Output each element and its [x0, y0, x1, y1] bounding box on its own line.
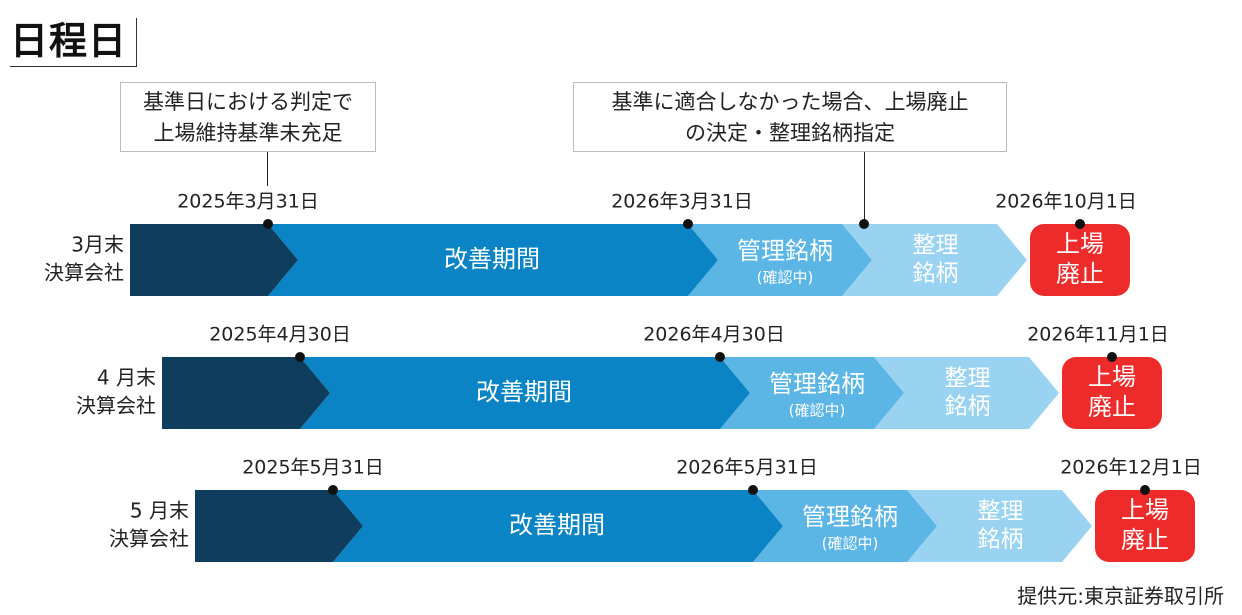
date-start-label: 2025年5月31日	[242, 457, 384, 479]
phase-kaizen-label: 改善期間	[444, 245, 540, 273]
segment-kanri-meigara	[688, 224, 872, 296]
date-marker-start	[263, 219, 273, 229]
callout-judgment-connector	[267, 152, 268, 186]
delisting-label-line2: 廃止	[1088, 393, 1136, 421]
phase-kanri-label: 管理銘柄	[737, 237, 833, 265]
segment-seiri-meigara	[842, 224, 1027, 296]
date-marker-end	[1075, 219, 1085, 229]
delisting-label-line2: 廃止	[1121, 526, 1169, 554]
phase-kanri-label: 管理銘柄	[802, 503, 898, 531]
delisting-label-line1: 上場	[1088, 363, 1136, 391]
segment-kanri-meigara	[753, 490, 937, 562]
callout-delisting-connector	[864, 152, 865, 225]
phase-seiri-label-line1: 整理	[945, 366, 991, 392]
callout-delisting: 基準に適合しなかった場合、上場廃止 の決定・整理銘柄指定	[573, 82, 1007, 152]
callout-delisting-dot	[859, 219, 869, 229]
row-label-line2: 決算会社	[109, 527, 189, 551]
segment-seiri-meigara	[874, 357, 1059, 429]
delisting-box	[1030, 224, 1130, 296]
date-marker-start	[295, 352, 305, 362]
segment-kaizen-kikan	[268, 224, 718, 296]
phase-seiri-label-line2: 銘柄	[945, 394, 991, 420]
date-mid-label: 2026年4月30日	[643, 324, 785, 346]
delisting-box	[1062, 357, 1162, 429]
phase-kanri-label: 管理銘柄	[769, 370, 865, 398]
title-block: 日程日	[10, 8, 137, 67]
delisting-label-line2: 廃止	[1056, 260, 1104, 288]
row-label-line2: 決算会社	[76, 394, 156, 418]
phase-seiri-label-line1: 整理	[913, 233, 959, 259]
row-label-line2: 決算会社	[44, 261, 124, 285]
date-end-label: 2026年12月1日	[1060, 457, 1202, 479]
phase-kanri-sublabel: (確認中)	[822, 535, 879, 553]
phase-kaizen-label: 改善期間	[476, 378, 572, 406]
date-mid-label: 2026年3月31日	[611, 191, 753, 213]
delisting-label-line1: 上場	[1056, 230, 1104, 258]
date-start-label: 2025年3月31日	[177, 191, 319, 213]
title-divider-vertical	[136, 18, 137, 66]
callout-judgment-line1: 基準日における判定で	[143, 90, 353, 114]
delisting-box	[1095, 490, 1195, 562]
row-label-line1: 5 月末	[130, 499, 189, 523]
date-marker-mid	[683, 219, 693, 229]
segment-kaizen-kikan	[300, 357, 750, 429]
date-start-label: 2025年4月30日	[209, 324, 351, 346]
title-underline	[10, 66, 137, 67]
segment-kanri-meigara	[720, 357, 904, 429]
callout-delisting-line2: の決定・整理銘柄指定	[685, 121, 895, 145]
segment-start	[130, 224, 298, 296]
date-marker-mid	[715, 352, 725, 362]
date-marker-start	[328, 485, 338, 495]
phase-kanri-sublabel: (確認中)	[757, 269, 814, 287]
row-label-line1: 3月末	[71, 233, 124, 257]
phase-seiri-label-line2: 銘柄	[978, 527, 1024, 553]
page-title: 日程日	[10, 19, 128, 63]
segment-start	[195, 490, 363, 562]
date-marker-end	[1140, 485, 1150, 495]
callout-judgment: 基準日における判定で 上場維持基準未充足	[120, 82, 376, 152]
phase-seiri-label-line2: 銘柄	[913, 261, 959, 287]
date-end-label: 2026年11月1日	[1027, 324, 1169, 346]
phase-kaizen-label: 改善期間	[509, 511, 605, 539]
phase-seiri-label-line1: 整理	[978, 499, 1024, 525]
source-credit: 提供元:東京証券取引所	[1017, 584, 1224, 608]
delisting-label-line1: 上場	[1121, 496, 1169, 524]
segment-kaizen-kikan	[333, 490, 783, 562]
row-label-line1: 4 月末	[97, 366, 156, 390]
date-marker-mid	[748, 485, 758, 495]
callout-judgment-line2: 上場維持基準未充足	[153, 121, 343, 145]
callout-delisting-line1: 基準に適合しなかった場合、上場廃止	[611, 90, 969, 114]
segment-seiri-meigara	[907, 490, 1092, 562]
date-end-label: 2026年10月1日	[995, 191, 1137, 213]
segment-start	[162, 357, 330, 429]
phase-kanri-sublabel: (確認中)	[789, 402, 846, 420]
date-marker-end	[1107, 352, 1117, 362]
date-mid-label: 2026年5月31日	[676, 457, 818, 479]
